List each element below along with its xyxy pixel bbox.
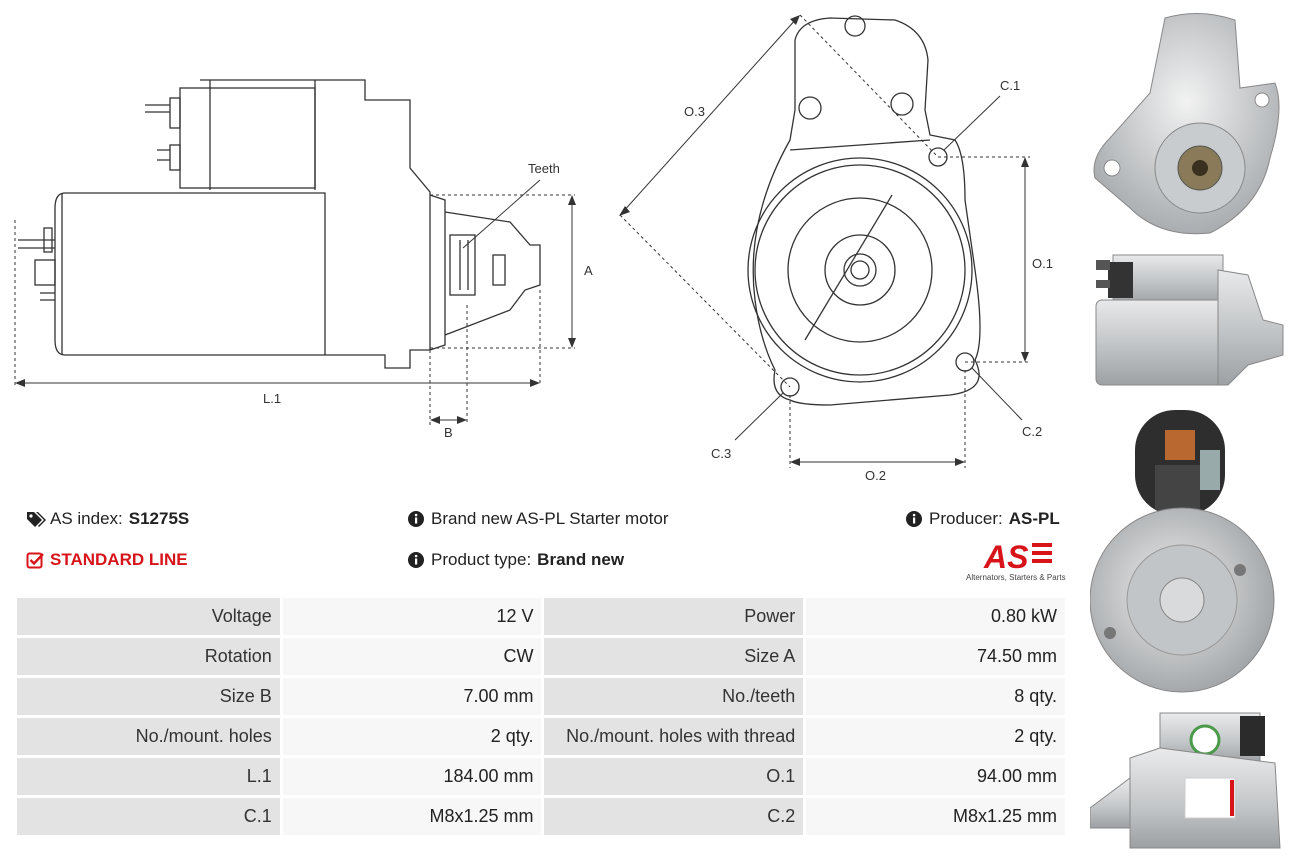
label-b: B (444, 425, 453, 440)
producer-value: AS-PL (1008, 509, 1060, 528)
spec-label: No./mount. holes with thread (544, 718, 804, 755)
product-photo-side (1095, 254, 1284, 386)
spec-label: L.1 (17, 758, 280, 795)
product-photo-label (1090, 712, 1281, 849)
spec-value: 12 V (282, 598, 542, 635)
spec-value: M8x1.25 mm (282, 798, 542, 835)
info-circle-icon (407, 510, 425, 528)
product-type-row: Product type: Brand new (407, 550, 624, 570)
spec-label: Voltage (17, 598, 280, 635)
spec-value: 94.00 mm (806, 758, 1065, 795)
label-teeth: Teeth (528, 161, 560, 176)
label-c2: C.2 (1022, 424, 1042, 439)
spec-label: Size B (17, 678, 280, 715)
standard-line-label: STANDARD LINE (50, 550, 188, 569)
spec-value: 7.00 mm (282, 678, 542, 715)
spec-value: M8x1.25 mm (806, 798, 1065, 835)
spec-label: No./mount. holes (17, 718, 280, 755)
spec-value: CW (282, 638, 542, 675)
spec-label: Rotation (17, 638, 280, 675)
product-type-label: Product type: (431, 550, 532, 569)
label-c1: C.1 (1000, 78, 1020, 93)
check-square-icon (26, 551, 44, 569)
svg-text:Alternators, Starters & Parts: Alternators, Starters & Parts (966, 573, 1066, 582)
tags-icon (26, 510, 46, 528)
spec-value: 184.00 mm (282, 758, 542, 795)
as-index-value: S1275S (128, 509, 190, 528)
info-circle-icon (905, 510, 923, 528)
product-type-value: Brand new (537, 550, 625, 569)
product-photo-rear (1090, 410, 1275, 693)
svg-text:AS: AS (983, 539, 1029, 575)
as-pl-logo: AS Alternators, Starters & Parts (966, 539, 1066, 582)
standard-line-row: STANDARD LINE (26, 550, 188, 570)
producer-label: Producer: (929, 509, 1003, 528)
info-circle-icon (407, 551, 425, 569)
spec-label: No./teeth (544, 678, 804, 715)
spec-value: 2 qty. (282, 718, 542, 755)
product-photo-front (1093, 12, 1280, 235)
spec-value: 8 qty. (806, 678, 1065, 715)
spec-label: Power (544, 598, 804, 635)
label-o1: O.1 (1032, 256, 1053, 271)
label-l1: L.1 (263, 391, 281, 406)
producer-row: Producer: AS-PL (905, 509, 1060, 529)
label-a: A (584, 263, 593, 278)
as-index-label: AS index: (50, 509, 123, 528)
description-text: Brand new AS-PL Starter motor (431, 509, 669, 528)
label-o3: O.3 (684, 104, 705, 119)
spec-label: C.1 (17, 798, 280, 835)
spec-value: 74.50 mm (806, 638, 1065, 675)
label-c3: C.3 (711, 446, 731, 461)
spec-label: Size A (544, 638, 804, 675)
technical-drawing: Teeth A B L.1 (14, 14, 1053, 483)
spec-value: 2 qty. (806, 718, 1065, 755)
as-index-row: AS index: S1275S (26, 509, 189, 529)
spec-label: C.2 (544, 798, 804, 835)
description-row: Brand new AS-PL Starter motor (407, 509, 668, 529)
spec-value: 0.80 kW (806, 598, 1065, 635)
spec-label: O.1 (544, 758, 804, 795)
label-o2: O.2 (865, 468, 886, 483)
